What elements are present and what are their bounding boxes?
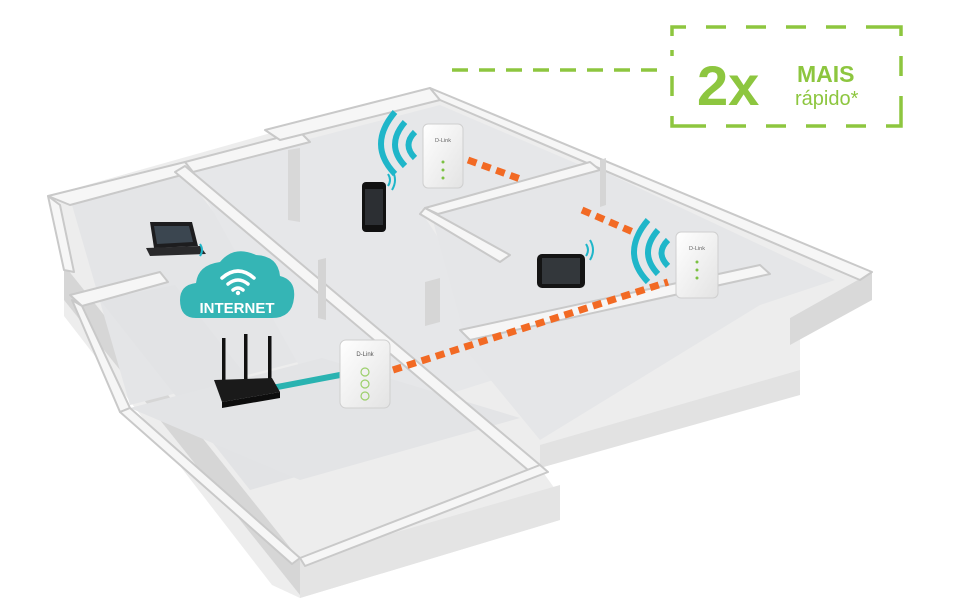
adapter-right-brand: D-Link (689, 246, 705, 252)
adapter-brand-label: D-Link (356, 352, 374, 358)
badge-multiplier: 2x (697, 54, 759, 117)
badge-sub: rápido* (795, 88, 859, 110)
wifi-waves-upper-icon (378, 110, 418, 177)
wifi-waves-right-icon (631, 218, 671, 285)
tablet-signal-icon (585, 239, 594, 261)
walls (47, 87, 873, 567)
router-icon (214, 334, 280, 408)
tablet-icon (537, 254, 585, 288)
smartphone-icon (362, 182, 386, 232)
powerline-link-upper (466, 156, 525, 184)
powerline-adapter-upper: D-Link (422, 123, 464, 189)
laptop-icon (146, 222, 206, 256)
badge-word: MAIS (797, 61, 855, 87)
powerline-link-right (580, 206, 642, 239)
ethernet-cable (269, 372, 343, 391)
powerline-links (391, 156, 670, 374)
speed-badge: 2x MAIS rápido* (452, 25, 903, 128)
powerline-adapter-main: D-Link (339, 339, 391, 409)
badge-bracket (670, 25, 903, 128)
laptop-signal-icon (199, 243, 203, 257)
internet-cloud-icon: INTERNET (180, 251, 295, 318)
powerline-link-main (391, 278, 670, 374)
powerline-adapter-right: D-Link (675, 231, 719, 299)
internet-label: INTERNET (200, 300, 275, 317)
smartphone-signal-icon (387, 169, 396, 191)
wall-blocks (288, 148, 606, 326)
adapter-upper-brand: D-Link (435, 138, 451, 144)
